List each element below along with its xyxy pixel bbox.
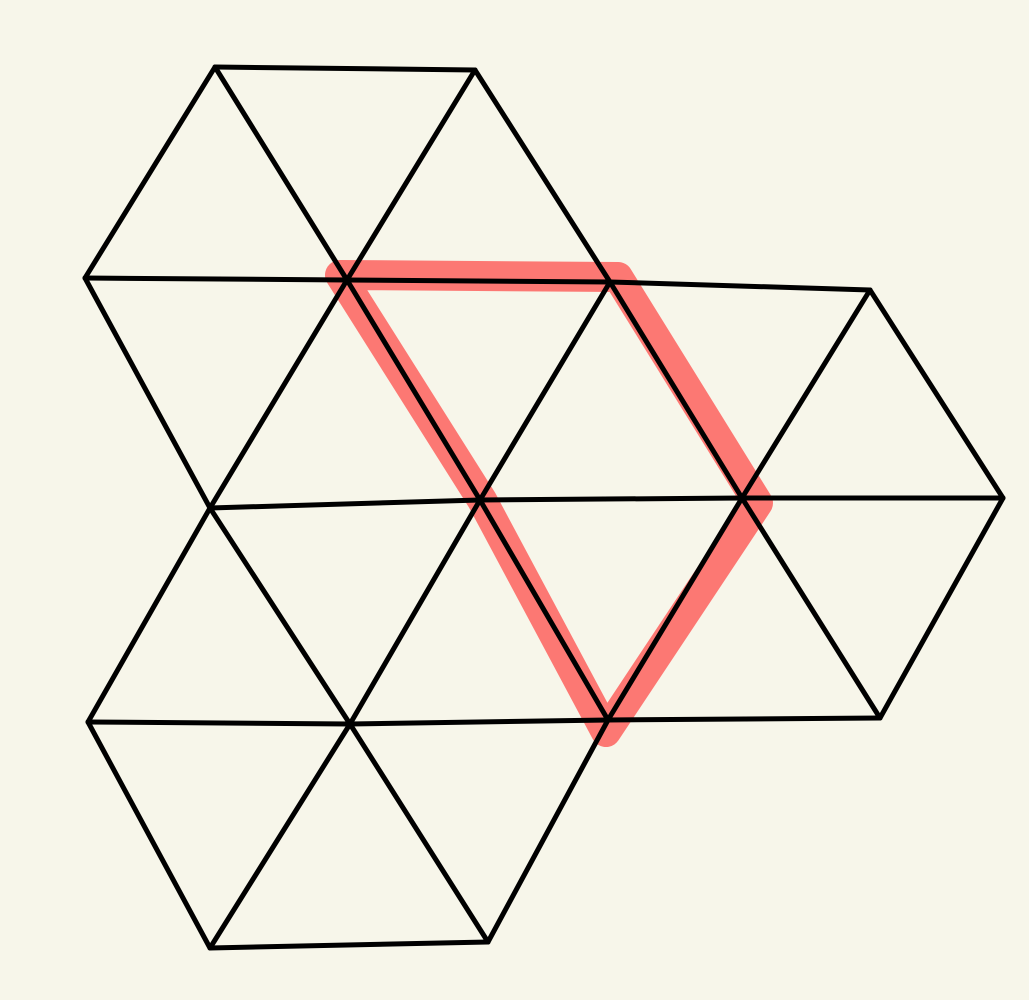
lattice-edge-l-o	[207, 721, 353, 951]
lattice-edge-g-l	[207, 505, 353, 727]
lattice-edge-a-b	[212, 64, 478, 73]
lattice-edge-g-h	[207, 497, 483, 511]
lattice-edge-h-m	[477, 497, 611, 723]
lattice-edge-m-n	[605, 715, 883, 723]
lattice-edge-l-q	[347, 721, 491, 945]
lattice-edge-d-e	[344, 277, 613, 285]
lattice-edge-a-c	[82, 64, 218, 281]
lattice-edge-b-d	[344, 67, 478, 283]
lattice-edge-e-i	[607, 279, 745, 501]
lattice-edge-a-d	[212, 64, 350, 283]
lattice-edge-i-m	[605, 495, 745, 723]
lattice-edge-i-n	[739, 495, 883, 721]
lattice-edge-e-h	[477, 279, 613, 503]
lattice-lines-layer	[82, 64, 1006, 951]
lattice-edge-h-l	[347, 497, 483, 727]
lattice-edge-k-l	[85, 719, 353, 727]
lattice-edge-d-g	[207, 277, 350, 511]
lattice-edge-k-o	[85, 719, 213, 951]
lattice-edge-f-i	[739, 287, 873, 501]
lattice-edge-o-q	[207, 939, 491, 951]
lattice-edge-c-g	[82, 275, 213, 511]
lattice-edge-l-m	[347, 717, 611, 727]
lattice-edge-g-k	[85, 505, 213, 725]
lattice-edge-c-d	[82, 275, 350, 283]
lattice-edge-f-j	[867, 287, 1006, 501]
lattice-edge-j-n	[877, 495, 1006, 721]
lattice-edge-m-q	[485, 717, 611, 945]
lattice-edge-h-i	[477, 495, 745, 503]
lattice-edge-e-f	[607, 279, 873, 293]
lattice-edge-d-h	[344, 277, 483, 503]
lattice-edge-b-e	[472, 67, 613, 285]
